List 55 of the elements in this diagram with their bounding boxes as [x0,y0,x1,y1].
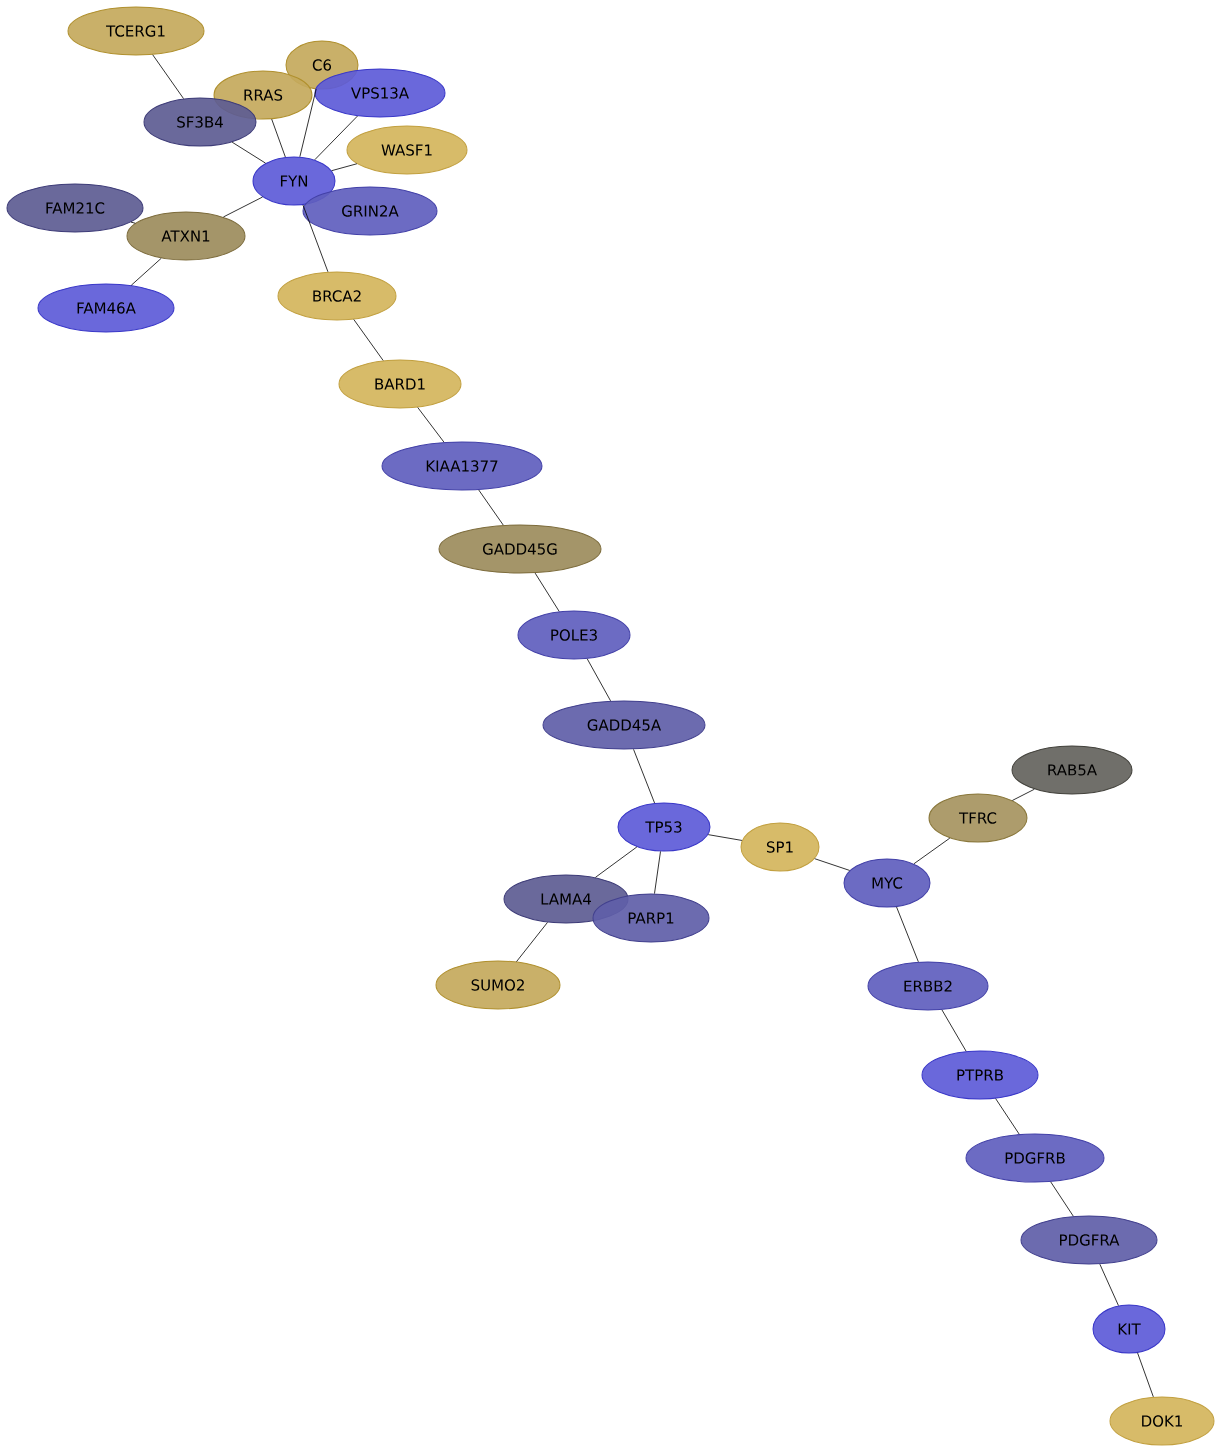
gene-node: RAB5A [1011,745,1133,795]
gene-node: SUMO2 [435,960,561,1010]
gene-node: ERBB2 [867,961,989,1011]
gene-node: BARD1 [338,359,462,409]
gene-node: KIAA1377 [381,441,543,491]
gene-node: TFRC [928,793,1028,843]
edge-line [271,118,286,158]
edge-line [913,837,951,865]
edge-line [302,204,329,273]
edge-line [299,88,317,158]
edge-line [654,851,661,894]
gene-node: ATXN1 [126,211,246,261]
edge-line [223,196,263,218]
gene-node: PDGFRB [965,1133,1105,1183]
edge-line [896,906,919,963]
edge-line [231,141,266,164]
gene-node: BRCA2 [277,271,397,321]
edge-line [417,407,445,443]
edge-line [130,257,162,286]
gene-node: POLE3 [517,610,631,660]
gene-node: TP53 [617,802,711,852]
gene-node: TCERG1 [67,6,205,56]
gene-node: SP1 [740,822,820,872]
edge-line [314,115,358,161]
gene-node: FAM46A [37,283,175,333]
edge-line [633,748,655,804]
edge-line [814,858,851,871]
gene-node: MYC [843,858,931,908]
edge-line [1099,1263,1119,1306]
gene-node: FYN [252,156,336,206]
gene-node: FAM21C [6,183,144,233]
edge-line [586,658,611,702]
gene-node: GADD45A [542,700,706,750]
edge-line [1050,1181,1074,1217]
gene-node: PARP1 [592,893,710,943]
gene-node: PDGFRA [1020,1215,1158,1265]
edge-line [331,163,358,172]
edge-line [152,54,184,99]
edge-line [353,319,384,361]
edge-line [707,834,743,841]
edge-line [595,846,638,878]
edge-line [1137,1352,1154,1398]
gene-node: WASF1 [346,125,468,175]
gene-node: DOK1 [1109,1396,1215,1446]
edge-line [130,221,136,224]
gene-node: PTPRB [921,1050,1039,1100]
edge-line [478,489,504,526]
edge-line [941,1009,967,1052]
edge-line [534,572,560,612]
gene-node: GADD45G [438,524,602,574]
edge-line [1012,788,1035,801]
gene-node: GRIN2A [302,186,438,236]
edge-line [995,1098,1020,1135]
gene-node: KIT [1092,1304,1166,1354]
edge-line [516,922,548,962]
